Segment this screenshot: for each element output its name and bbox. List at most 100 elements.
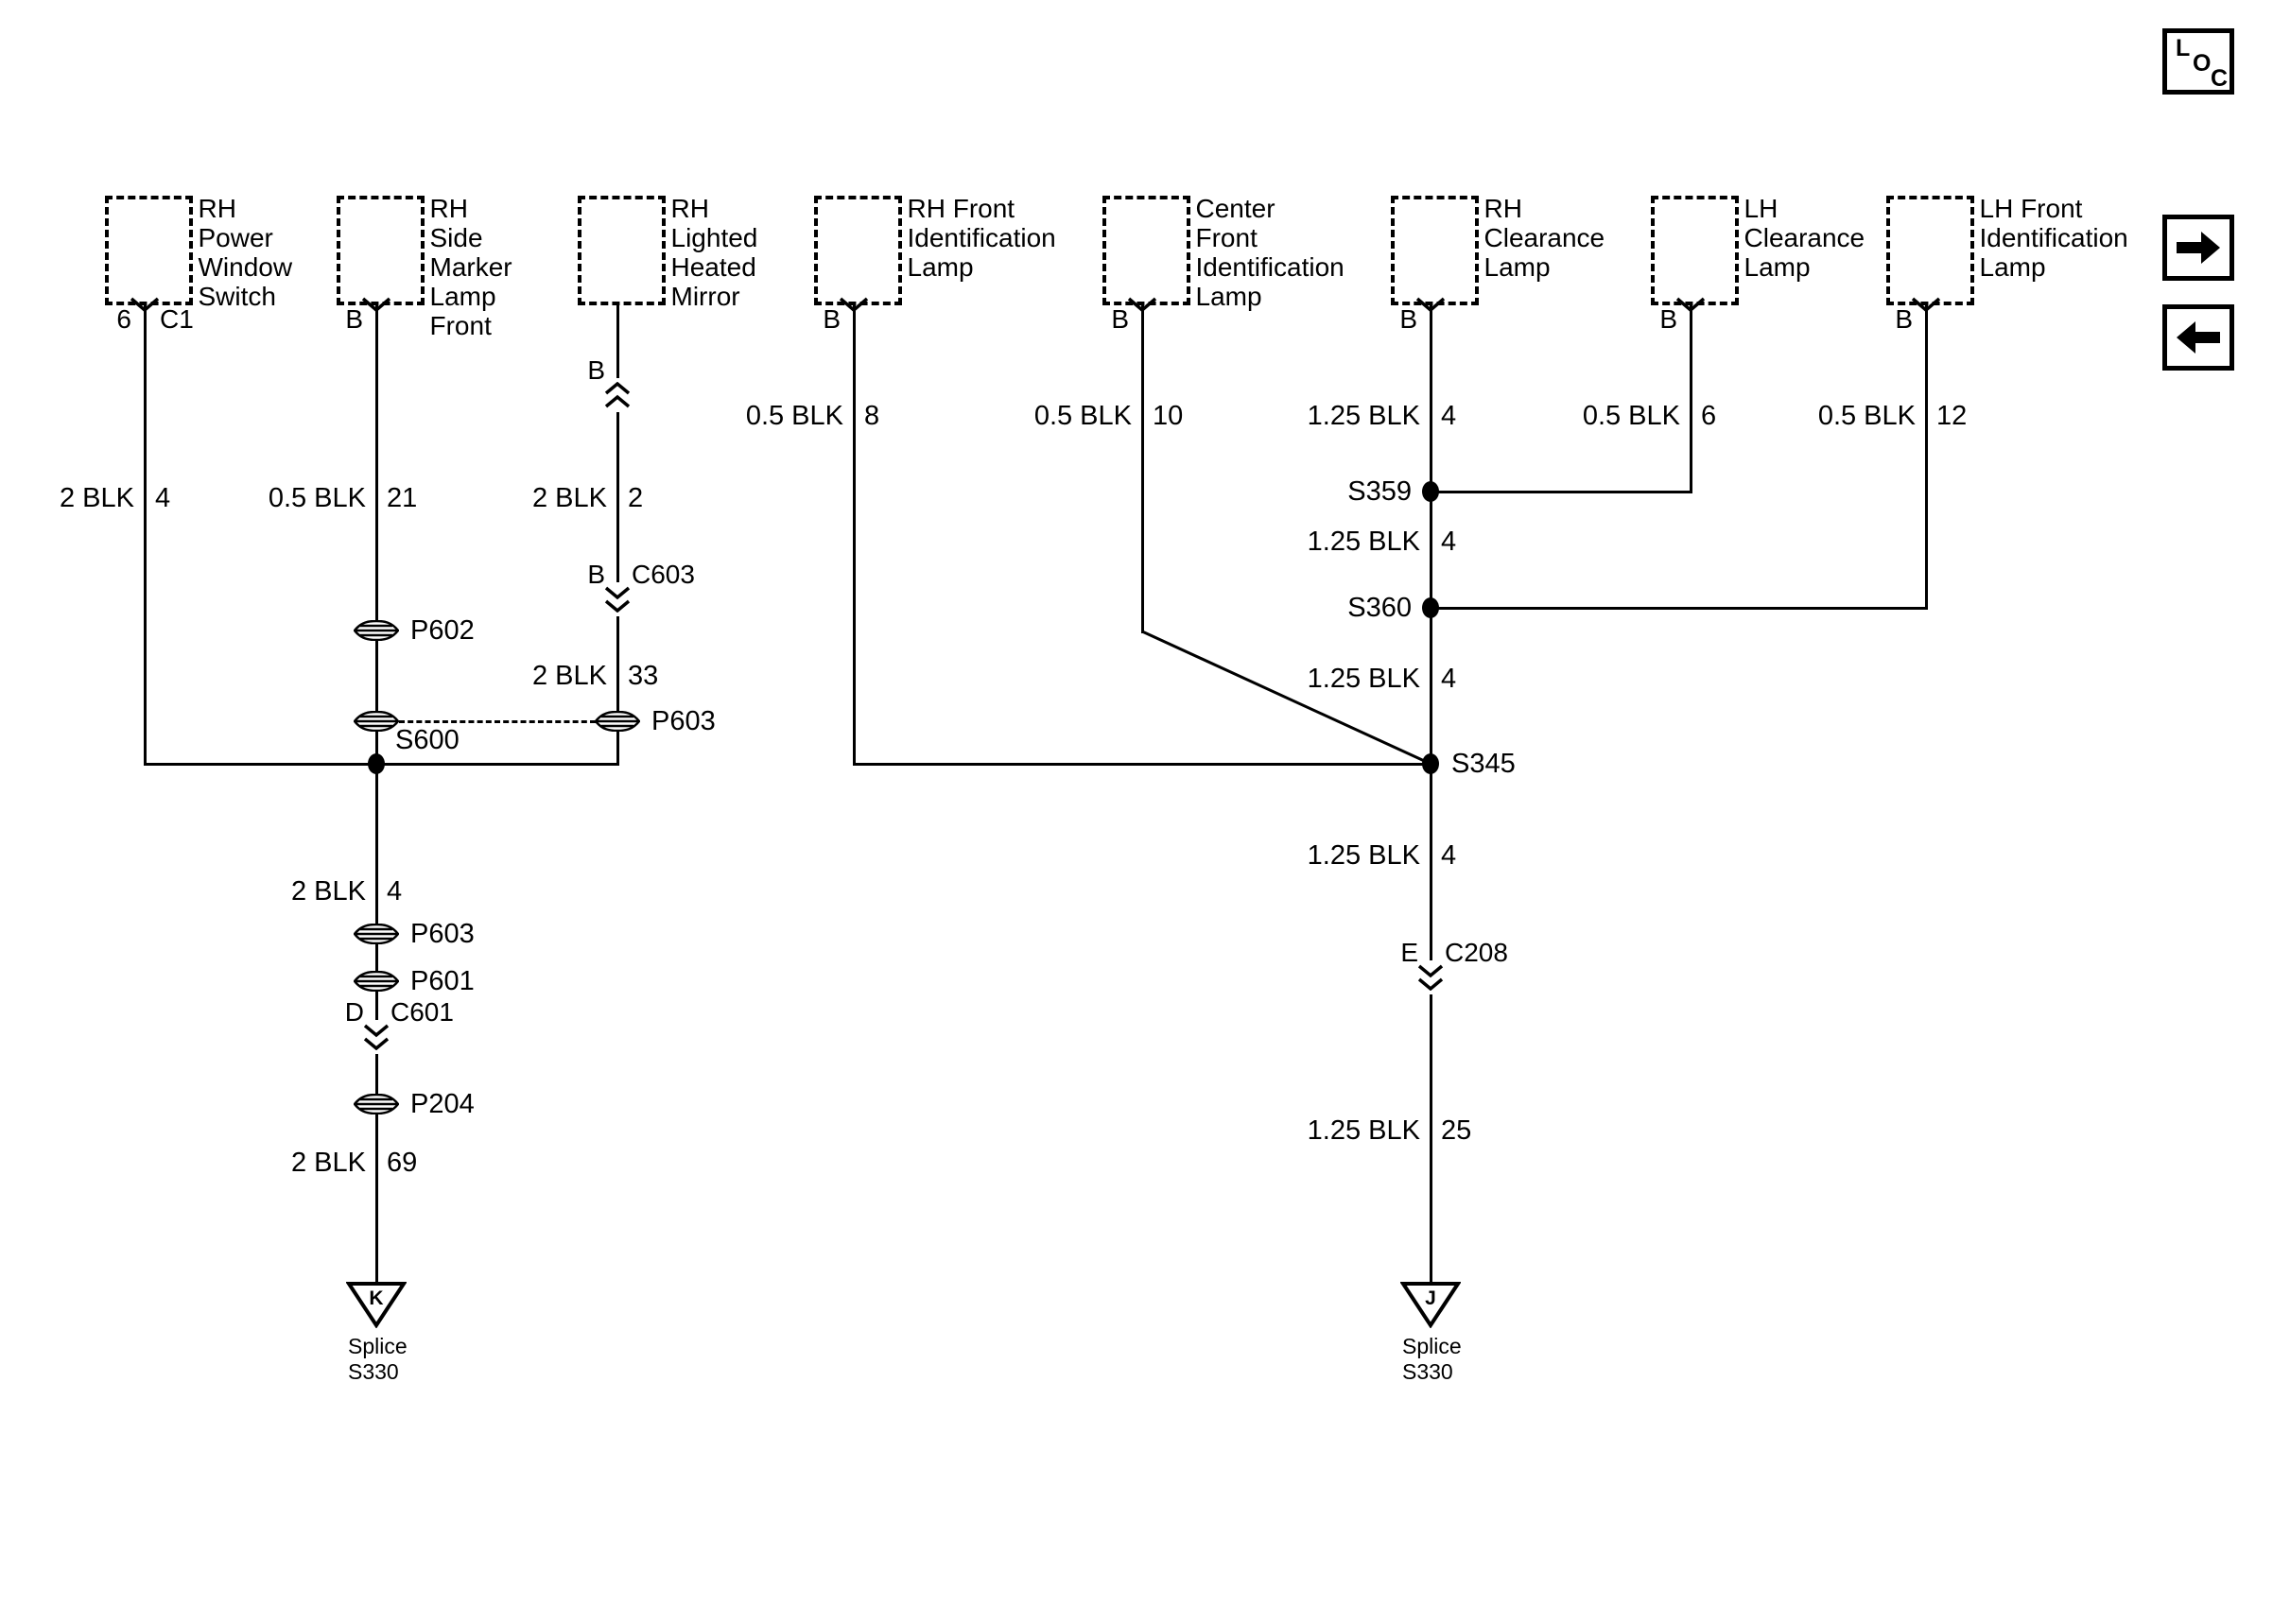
lh-clearance-lamp-pin-left: B [1659, 304, 1677, 334]
splice-dot-S600 [368, 753, 385, 774]
rh-clearance-lamp-label-line-1: Clearance [1484, 223, 1605, 252]
rh-power-window-switch-label-line-1: Power [198, 223, 273, 252]
grommet-icon-P601 [354, 971, 399, 992]
wire-circuit-number: 21 [387, 483, 418, 513]
connector-pin-mirror-B: B [587, 355, 605, 385]
grommet-pair-dashed-line [399, 719, 596, 723]
double-chevron-up-icon-B [604, 382, 631, 408]
splice-triangle-letter-J: J [1425, 1287, 1436, 1309]
double-chevron-down-icon-C208 [1417, 964, 1444, 991]
wire-label-05BLK-10-5: 0.5 BLK 10 [886, 400, 1183, 432]
rh-clearance-lamp-box [1390, 196, 1479, 305]
wire-gauge: 0.5 BLK [745, 401, 843, 431]
right-arrow-icon [2177, 232, 2220, 264]
rh-front-identification-lamp-label-line-1: Identification [907, 223, 1056, 252]
rh-side-marker-lamp-front-pin-notch-icon [361, 297, 391, 312]
wire-gauge: 2 BLK [532, 483, 607, 513]
lh-front-identification-lamp-pin-left: B [1895, 304, 1913, 334]
wire-segment-vertical-6 [1689, 298, 1692, 493]
rh-lighted-heated-mirror-label-line-2: Heated [670, 252, 756, 282]
wire-circuit-number: 4 [155, 483, 171, 513]
wire-gauge: 1.25 BLK [1307, 664, 1420, 694]
wire-circuit-number: 6 [1701, 401, 1717, 431]
splice-dot-S359 [1422, 481, 1439, 502]
wire-label-2BLK-4-0: 2 BLK 4 [0, 482, 170, 514]
splice-caption-line2: S330 [1402, 1359, 1453, 1384]
lh-clearance-lamp-label-line-1: Clearance [1744, 223, 1865, 252]
wire-circuit-number: 69 [387, 1148, 418, 1178]
lh-front-identification-lamp-label-line-1: Identification [1979, 223, 2128, 252]
rh-side-marker-lamp-front-pin-left: B [345, 304, 363, 334]
wire-gauge: 1.25 BLK [1307, 1115, 1420, 1146]
prev-page-button[interactable] [2162, 304, 2234, 371]
wire-circuit-number: 4 [1441, 840, 1457, 871]
splice-triangle-icon-J [1400, 1282, 1461, 1328]
center-front-identification-lamp-label-line-0: Center [1195, 194, 1275, 223]
double-chevron-down-icon-C601 [363, 1024, 390, 1050]
rh-power-window-switch-pin-left: 6 [116, 304, 131, 334]
rh-power-window-switch-pin-right: C1 [160, 304, 194, 334]
rh-side-marker-lamp-front-label-line-3: Lamp [429, 282, 496, 311]
splice-caption-line1: Splice [1402, 1334, 1462, 1358]
double-chevron-down-icon-C603 [604, 586, 631, 613]
wire-circuit-number: 4 [387, 876, 403, 907]
wire-segment-vertical-4 [1140, 298, 1144, 633]
left-arrow-icon [2177, 321, 2220, 354]
wire-gauge: 2 BLK [60, 483, 134, 513]
rh-side-marker-lamp-front-label-line-0: RH [429, 194, 468, 223]
loc-button[interactable]: L O C [2162, 28, 2234, 95]
rh-clearance-lamp-label-line-0: RH [1484, 194, 1522, 223]
wire-gauge: 2 BLK [291, 1148, 366, 1178]
wire-circuit-number: 4 [1441, 664, 1457, 694]
wire-segment-horizontal-1 [854, 762, 1431, 766]
center-front-identification-lamp-label-line-3: Lamp [1195, 282, 1262, 311]
rh-side-marker-lamp-front-label-line-1: Side [429, 223, 483, 252]
grommet-icon-P602-pair [354, 711, 399, 732]
wire-segment-horizontal-3 [1431, 606, 1926, 610]
center-front-identification-lamp-box [1102, 196, 1190, 305]
center-front-identification-lamp-pin-notch-icon [1127, 297, 1157, 312]
lh-front-identification-lamp-label-line-0: LH Front [1979, 194, 2083, 223]
connector-name-C603: C603 [632, 560, 695, 589]
grommet-label-P603-lower: P603 [410, 919, 475, 949]
connector-name-C601: C601 [390, 997, 454, 1027]
wire-segment-vertical-2 [616, 298, 619, 766]
grommet-label-P601: P601 [410, 966, 475, 996]
grommet-label-P204: P204 [410, 1089, 475, 1119]
next-page-button[interactable] [2162, 215, 2234, 281]
wire-gauge: 2 BLK [291, 876, 366, 907]
lh-clearance-lamp-box [1650, 196, 1739, 305]
wire-circuit-number: 12 [1936, 401, 1968, 431]
rh-lighted-heated-mirror-label-line-3: Mirror [670, 282, 740, 311]
wire-segment-vertical-1 [374, 298, 378, 1283]
splice-label-S600: S600 [395, 725, 460, 755]
rh-side-marker-lamp-front-box [336, 196, 425, 305]
wire-label-2BLK-4-11: 2 BLK 4 [120, 875, 402, 907]
wire-label-2BLK-69-13: 2 BLK 69 [120, 1147, 417, 1179]
rh-power-window-switch-label-line-0: RH [198, 194, 236, 223]
wire-segment-vertical-5 [1429, 298, 1432, 1283]
wire-circuit-number: 2 [628, 483, 644, 513]
rh-power-window-switch-label-line-3: Switch [198, 282, 276, 311]
loc-letter-o: O [2193, 50, 2212, 77]
wire-gauge: 0.5 BLK [1033, 401, 1132, 431]
lh-clearance-lamp-label-line-2: Lamp [1744, 252, 1811, 282]
wire-gauge: 1.25 BLK [1307, 527, 1420, 557]
splice-caption-line2: S330 [348, 1359, 399, 1384]
wire-circuit-number: 10 [1153, 401, 1184, 431]
splice-label-S359: S359 [1347, 476, 1412, 507]
center-front-identification-lamp-label-line-2: Identification [1195, 252, 1345, 282]
